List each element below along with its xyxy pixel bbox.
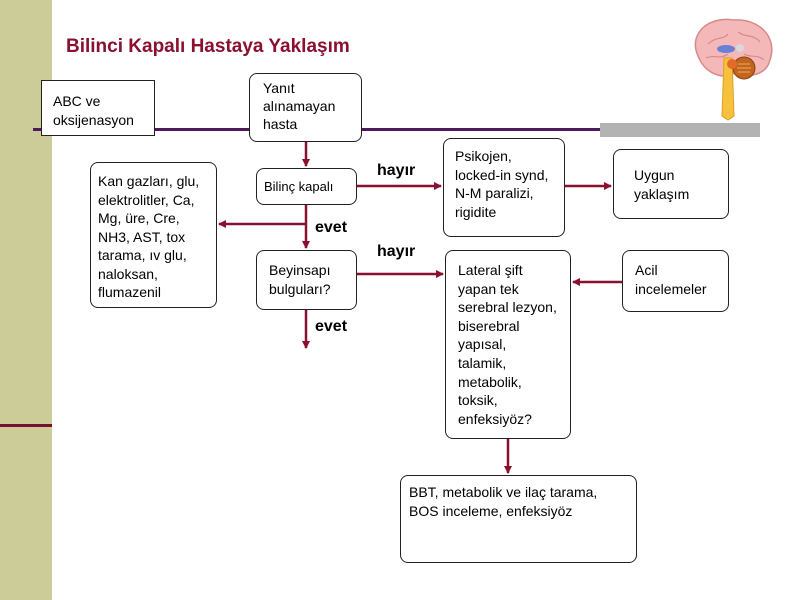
urgent-investigations-box: Acil incelemeler: [622, 250, 729, 312]
appropriate-approach-box: Uygun yaklaşım: [613, 149, 729, 219]
edge-label-no-1: hayır: [377, 162, 416, 179]
slide-title: Bilinci Kapalı Hastaya Yaklaşım: [66, 36, 350, 57]
lateral-shift-box: Lateral şift yapan tek serebral lezyon, …: [445, 250, 571, 439]
header-divider-line: [33, 128, 760, 131]
unconscious-box: Bilinç kapalı: [256, 168, 357, 205]
brainstem-findings-box: Beyinsapı bulguları?: [256, 250, 357, 310]
ct-screening-box: BBT, metabolik ve ilaç tarama, BOS incel…: [400, 475, 637, 563]
edge-label-yes-1: evet: [315, 219, 348, 236]
abc-oxygenation-box: ABC ve oksijenasyon: [41, 80, 155, 136]
brain-icon: [694, 18, 773, 121]
lab-tests-box: Kan gazları, glu, elektrolitler, Ca, Mg,…: [90, 162, 217, 308]
psychogenic-box: Psikojen, locked-in synd, N-M paralizi, …: [443, 138, 565, 237]
unresponsive-patient-box: Yanıt alınamayan hasta: [249, 73, 362, 142]
edge-label-yes-2: evet: [315, 318, 348, 335]
sidebar-accent-line: [0, 424, 52, 427]
header-divider-block: [600, 123, 760, 137]
edge-label-no-2: hayır: [377, 243, 416, 260]
